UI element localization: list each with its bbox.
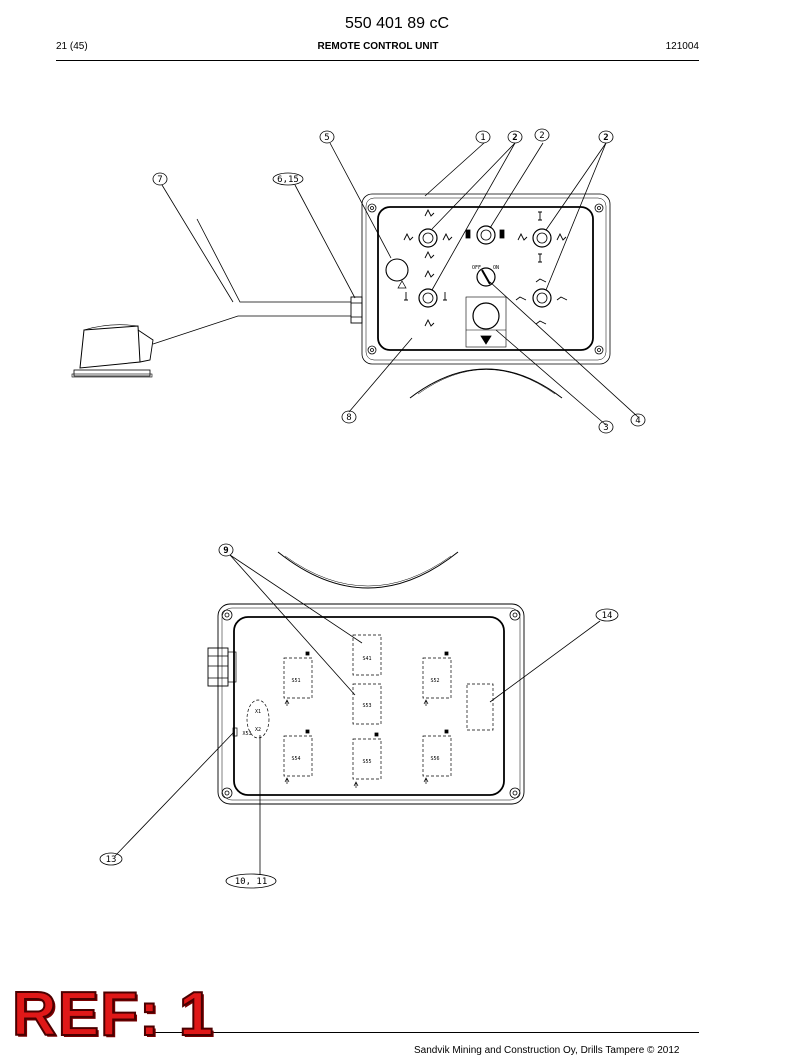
enclosure-inside-outline [217, 603, 525, 805]
callout-6-15: 6,15 [277, 175, 299, 185]
callout-2a: 2 [512, 133, 517, 143]
emergency-stop-button [472, 302, 500, 330]
terminal-x53 [232, 727, 238, 737]
mounting-arc-bottom [277, 551, 459, 589]
callout-10-11: 10, 11 [235, 877, 268, 887]
callout-13: 13 [106, 855, 117, 865]
cable-upper-edge [196, 218, 351, 303]
switch-label-off: OFF [472, 265, 481, 271]
label-x2: X2 [255, 727, 261, 733]
switch-module-s53 [352, 683, 382, 725]
control-knob-3 [532, 228, 552, 248]
callout-2b: 2 [539, 131, 544, 141]
header-rule [56, 60, 699, 61]
label-s51: S51 [291, 678, 300, 684]
ref-stamp: REF: 1 [11, 980, 215, 1049]
terminal-x1-x2 [246, 699, 270, 739]
switch-module-s51 [283, 657, 313, 699]
footer-rule [150, 1032, 699, 1033]
callout-7: 7 [157, 175, 162, 185]
enclosure-cavity [233, 616, 505, 796]
callout-2c: 2 [603, 133, 608, 143]
callout-4: 4 [635, 416, 640, 426]
callout-1: 1 [480, 133, 485, 143]
label-s55: S55 [362, 759, 371, 765]
switch-module-s52 [422, 657, 452, 699]
switch-label-on: ON [493, 265, 499, 271]
emergency-stop-housing [465, 296, 507, 348]
callout-8: 8 [346, 413, 351, 423]
cable-gland [350, 296, 363, 324]
switch-module-s55 [352, 738, 382, 780]
control-knob-4 [418, 288, 438, 308]
mounting-arc [409, 368, 563, 399]
callout-14: 14 [602, 611, 613, 621]
key-switch [476, 267, 496, 287]
switch-module-s56 [422, 735, 452, 777]
pushbutton [385, 258, 409, 282]
label-x1: X1 [255, 709, 261, 715]
switch-module-s41 [352, 634, 382, 676]
label-s52: S52 [430, 678, 439, 684]
page-title: REMOTE CONTROL UNIT [317, 41, 439, 52]
component-14-placeholder [466, 683, 494, 731]
switch-module-s54 [283, 735, 313, 777]
cable-lower-edge [152, 315, 351, 345]
callout-5: 5 [324, 133, 329, 143]
label-s41: S41 [362, 656, 371, 662]
callout-3: 3 [603, 423, 608, 433]
label-s56: S56 [430, 756, 439, 762]
page-number: 21 (45) [56, 41, 88, 52]
control-knob-5 [532, 288, 552, 308]
label-s53: S53 [362, 703, 371, 709]
label-s54: S54 [291, 756, 300, 762]
front-panel [377, 206, 594, 351]
document-number: 550 401 89 cC [344, 15, 450, 32]
callout-9: 9 [223, 546, 228, 556]
control-knob-2 [476, 225, 496, 245]
document-date: 121004 [665, 41, 699, 52]
label-x53: X53 [242, 731, 251, 737]
footer-copyright: Sandvik Mining and Construction Oy, Dril… [414, 1045, 680, 1056]
control-knob-1 [418, 228, 438, 248]
